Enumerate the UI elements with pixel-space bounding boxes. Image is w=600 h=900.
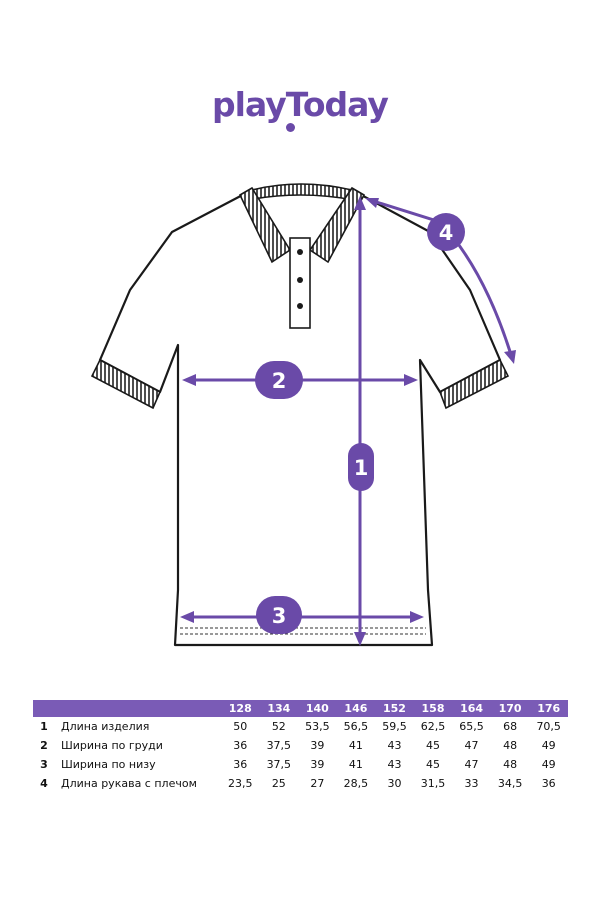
table-cell: 56,5	[343, 720, 369, 733]
size-header-cell: 158	[421, 702, 445, 715]
header-label-blank	[55, 700, 221, 717]
table-cell: 59,5	[382, 720, 407, 733]
table-row: 4 Длина рукава с плечом 23,5 25 27 28,5 …	[33, 774, 568, 793]
table-cell: 31,5	[420, 777, 446, 790]
table-cell: 30	[387, 777, 402, 790]
table-cell: 25	[271, 777, 286, 790]
header-num-blank	[33, 700, 55, 717]
brand-logo: playToday	[212, 85, 389, 124]
table-cell: 37,5	[266, 758, 292, 771]
table-cell: 37,5	[266, 739, 292, 752]
arrow-head	[410, 611, 424, 623]
size-header-cell: 170	[498, 702, 522, 715]
table-cell: 27	[310, 777, 325, 790]
row-number: 1	[40, 720, 48, 733]
table-cell: 36	[233, 739, 248, 752]
table-cell: 65,5	[459, 720, 484, 733]
arrow-head	[504, 350, 516, 364]
right-cuff	[439, 358, 510, 410]
table-row: 3 Ширина по низу 36 37,5 39 41 43 45 47 …	[33, 755, 568, 774]
button	[297, 249, 303, 255]
left-cuff	[90, 358, 162, 410]
badge-4-label: 4	[439, 221, 454, 245]
row-label: Ширина по низу	[61, 758, 156, 771]
table-cell: 47	[464, 758, 479, 771]
polo-shirt-diagram: 1 2 3 4	[90, 183, 516, 647]
badge-1-label: 1	[354, 456, 369, 480]
arrow-head	[354, 632, 366, 646]
table-cell: 70,5	[536, 720, 561, 733]
row-label: Длина рукава с плечом	[61, 777, 197, 790]
row-label: Длина изделия	[61, 720, 150, 733]
size-header-cell: 164	[460, 702, 484, 715]
table-cell: 43	[387, 758, 402, 771]
table-cell: 36	[233, 758, 248, 771]
table-cell: 48	[503, 739, 518, 752]
table-row: 2 Ширина по груди 36 37,5 39 41 43 45 47…	[33, 736, 568, 755]
table-cell: 68	[503, 720, 518, 733]
arrow-head	[365, 198, 379, 208]
logo-dot	[286, 123, 295, 132]
table-cell: 34,5	[497, 777, 523, 790]
table-cell: 39	[310, 739, 325, 752]
size-header-cell: 134	[267, 702, 291, 715]
table-cell: 50	[233, 720, 248, 733]
table-cell: 53,5	[305, 720, 330, 733]
table-cell: 52	[271, 720, 286, 733]
badge-2-label: 2	[272, 369, 287, 393]
table-cell: 33	[464, 777, 479, 790]
table-cell: 47	[464, 739, 479, 752]
row-label: Ширина по груди	[61, 739, 163, 752]
badge-1	[348, 443, 374, 491]
size-header-cell: 176	[537, 702, 561, 715]
table-cell: 23,5	[228, 777, 253, 790]
arrow-head	[182, 374, 196, 386]
table-cell: 41	[348, 739, 363, 752]
arrow-head	[354, 196, 366, 210]
table-cell: 62,5	[420, 720, 446, 733]
row-number: 4	[40, 777, 48, 790]
button	[297, 277, 303, 283]
badge-3	[256, 596, 302, 634]
table-cell: 36	[541, 777, 556, 790]
row-number: 3	[40, 758, 48, 771]
size-header-cell: 140	[305, 702, 329, 715]
table-cell: 48	[503, 758, 518, 771]
button	[297, 303, 303, 309]
size-header-cell: 146	[344, 702, 368, 715]
badge-3-label: 3	[272, 604, 287, 628]
size-header-cell: 128	[228, 702, 252, 715]
table-cell: 49	[541, 758, 556, 771]
size-chart-table: 128 134 140 146 152 158 164 170 176 1 Дл…	[33, 700, 568, 793]
table-cell: 39	[310, 758, 325, 771]
arrow-head	[180, 611, 194, 623]
badge-4	[427, 213, 465, 251]
table-cell: 45	[426, 758, 440, 771]
table-cell: 43	[387, 739, 402, 752]
table-row: 1 Длина изделия 50 52 53,5 56,5 59,5 62,…	[33, 717, 568, 736]
size-header-row: 128 134 140 146 152 158 164 170 176	[33, 700, 568, 717]
table-cell: 49	[541, 739, 556, 752]
badge-2	[255, 361, 303, 399]
shirt-outline	[98, 188, 502, 647]
arrow-head	[404, 374, 418, 386]
table-cell: 28,5	[343, 777, 369, 790]
table-cell: 41	[348, 758, 363, 771]
size-header-cell: 152	[382, 702, 406, 715]
row-number: 2	[40, 739, 48, 752]
table-cell: 45	[426, 739, 440, 752]
